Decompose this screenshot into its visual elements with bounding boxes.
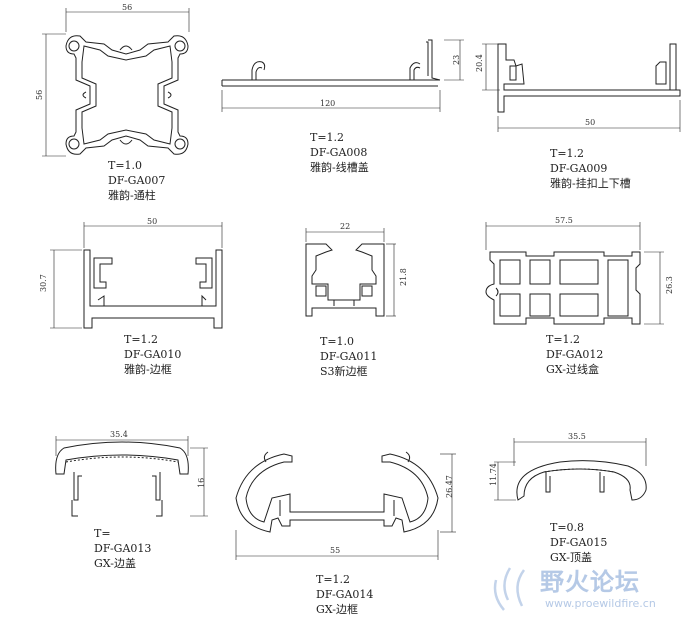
caption-ga010: T=1.2 DF-GA010 雅韵-边框	[124, 332, 181, 377]
ga014-code: DF-GA014	[316, 588, 374, 601]
ga015-name: GX-顶盖	[550, 551, 592, 564]
caption-ga015: T=0.8 DF-GA015 GX-顶盖	[550, 520, 607, 565]
ga008-code: DF-GA008	[310, 146, 368, 159]
caption-ga014: T=1.2 DF-GA014 GX-边框	[316, 572, 373, 617]
profile-ga011-drawing: 22 21.8	[305, 222, 408, 317]
profile-ga007-drawing: 56 56	[35, 3, 190, 157]
ga009-name: 雅韵-挂扣上下槽	[550, 177, 631, 190]
ga010-dim-width: 50	[147, 217, 157, 226]
ga012-name: GX-过线盒	[546, 363, 599, 376]
ga014-thickness: T=1.2	[316, 573, 351, 586]
profile-ga012-drawing: 57.5 26.3	[485, 216, 674, 325]
ga013-name: GX-边盖	[94, 557, 136, 570]
profile-ga008-drawing: 120 23	[221, 39, 464, 112]
ga009-code: DF-GA009	[550, 162, 608, 175]
ga013-dim-height: 16	[197, 478, 206, 488]
profile-ga013-drawing: 35.4 16	[55, 430, 208, 517]
ga007-code: DF-GA007	[108, 174, 166, 187]
ga015-dim-width: 35.5	[568, 432, 586, 441]
ga015-code: DF-GA015	[550, 536, 608, 549]
caption-ga012: T=1.2 DF-GA012 GX-过线盒	[546, 332, 603, 377]
caption-ga007: T=1.0 DF-GA007 雅韵-通柱	[108, 158, 165, 203]
ga012-dim-height: 26.3	[665, 276, 674, 294]
profile-ga010-drawing: 50 30.7	[39, 217, 223, 329]
caption-ga013: T= DF-GA013 GX-边盖	[94, 526, 151, 571]
ga008-dim-height: 23	[452, 55, 461, 65]
ga008-name: 雅韵-线槽盖	[310, 161, 369, 174]
ga007-dim-height: 56	[35, 90, 44, 100]
profile-ga015-drawing: 35.5 11.74	[489, 432, 647, 501]
ga013-dim-width: 35.4	[110, 430, 128, 439]
ga012-dim-width: 57.5	[555, 216, 573, 225]
ga009-dim-width: 50	[585, 118, 595, 127]
ga008-dim-width: 120	[320, 99, 335, 108]
ga012-code: DF-GA012	[546, 348, 604, 361]
ga010-name: 雅韵-边框	[124, 363, 172, 376]
ga010-dim-height: 30.7	[39, 274, 48, 292]
ga014-dim-width: 55	[330, 546, 340, 555]
ga014-name: GX-边框	[316, 603, 358, 616]
ga015-dim-height: 11.74	[489, 463, 498, 486]
caption-ga008: T=1.2 DF-GA008 雅韵-线槽盖	[310, 130, 369, 175]
ga011-thickness: T=1.0	[320, 335, 355, 348]
ga011-code: DF-GA011	[320, 350, 378, 363]
ga012-thickness: T=1.2	[546, 333, 581, 346]
ga010-thickness: T=1.2	[124, 333, 159, 346]
ga011-dim-width: 22	[340, 222, 350, 231]
profile-ga014-drawing: 55 26.47	[235, 451, 456, 560]
ga014-dim-height: 26.47	[445, 475, 454, 498]
caption-ga011: T=1.0 DF-GA011 S3新边框	[320, 334, 377, 379]
ga011-dim-height: 21.8	[399, 268, 408, 286]
watermark-text: 野火论坛	[540, 568, 640, 596]
ga011-name: S3新边框	[320, 365, 368, 378]
watermark-logo-icon	[493, 567, 526, 611]
ga015-thickness: T=0.8	[550, 521, 585, 534]
caption-ga009: T=1.2 DF-GA009 雅韵-挂扣上下槽	[550, 146, 631, 191]
ga010-code: DF-GA010	[124, 348, 182, 361]
ga009-thickness: T=1.2	[550, 147, 585, 160]
watermark-url[interactable]: www.proewildfire.cn	[545, 597, 656, 610]
ga007-dim-width: 56	[122, 3, 132, 12]
ga007-name: 雅韵-通柱	[108, 189, 156, 202]
ga008-thickness: T=1.2	[310, 131, 345, 144]
profile-ga009-drawing: 20.4 50	[475, 43, 681, 132]
ga013-thickness: T=	[94, 527, 111, 540]
ga009-dim-height: 20.4	[475, 54, 484, 72]
ga013-code: DF-GA013	[94, 542, 152, 555]
ga007-thickness: T=1.0	[108, 159, 143, 172]
